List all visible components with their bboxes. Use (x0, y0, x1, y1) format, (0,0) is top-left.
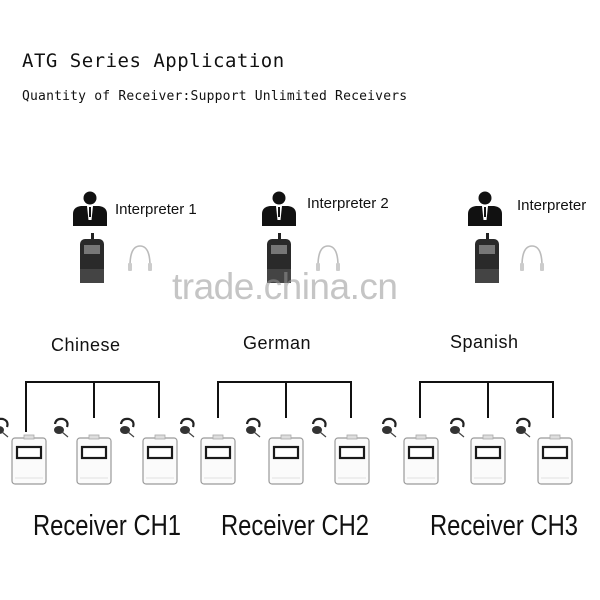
language-label-chinese: Chinese (51, 335, 121, 355)
headset-icon (127, 245, 153, 272)
interpreter-label-1: Interpreter 1 (115, 201, 197, 218)
earhook-icon (448, 417, 466, 439)
transmitter-icon (80, 233, 104, 283)
bracket-lines (217, 381, 352, 418)
receiver-device-icon (536, 433, 574, 486)
person-icon (262, 191, 296, 226)
person-icon (468, 191, 502, 226)
receiver-device-icon (469, 433, 507, 486)
language-label-german: German (243, 333, 312, 353)
earhook-icon (514, 417, 532, 439)
interpreter-label-2: Interpreter 2 (307, 195, 389, 212)
interpreter-label-3: Interpreter (517, 197, 587, 214)
transmitter-icon (475, 233, 499, 283)
receiver-device-icon (141, 433, 179, 486)
group-1 (0, 191, 179, 486)
watermark: trade.china.cn (172, 266, 398, 307)
receiver-device-icon (75, 433, 113, 486)
earhook-icon (118, 417, 136, 439)
person-icon (73, 191, 107, 226)
earhook-icon (310, 417, 328, 439)
receiver-device-icon (10, 433, 48, 486)
earhook-icon (380, 417, 398, 439)
bracket-lines (419, 381, 554, 418)
receiver-device-icon (333, 433, 371, 486)
language-label-spanish: Spanish (450, 332, 519, 352)
receiver-device-icon (267, 433, 305, 486)
headset-icon (519, 245, 545, 272)
receiver-label-ch1: Receiver CH1 (33, 510, 182, 542)
page-title: ATG Series Application (22, 50, 285, 72)
earhook-icon (244, 417, 262, 439)
page-subtitle: Quantity of Receiver:Support Unlimited R… (22, 89, 408, 104)
earhook-icon (52, 417, 70, 439)
receiver-label-ch2: Receiver CH2 (221, 510, 370, 542)
receiver-device-icon (402, 433, 440, 486)
earhook-icon (0, 417, 10, 439)
group-2 (178, 191, 371, 486)
receiver-label-ch3: Receiver CH3 (430, 510, 579, 542)
bracket-lines (25, 381, 160, 432)
earhook-icon (178, 417, 196, 439)
receiver-device-icon (199, 433, 237, 486)
group-3 (380, 191, 574, 486)
